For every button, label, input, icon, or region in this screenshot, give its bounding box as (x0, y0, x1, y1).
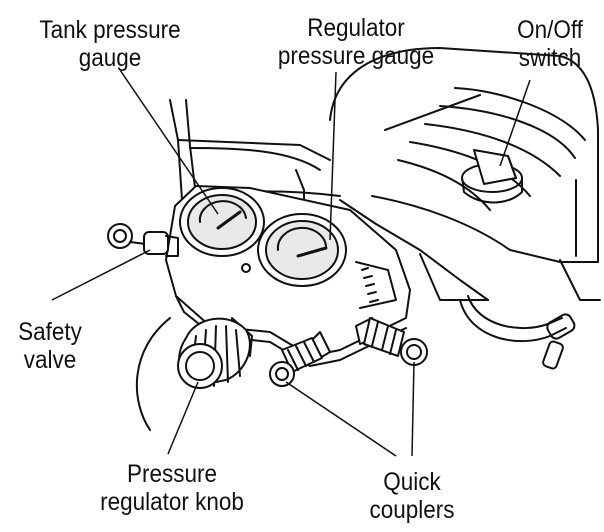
leader-coupler-right (411, 361, 415, 457)
label-safety-valve-line1: Safety (18, 318, 82, 346)
on-off-switch (461, 149, 523, 204)
label-tank-pressure-gauge: Tank pressure gauge (20, 16, 200, 72)
label-on-off-switch-line2: switch (518, 44, 582, 72)
safety-valve (107, 223, 179, 257)
air-hose (459, 295, 576, 370)
leader-switch (499, 79, 531, 167)
leader-lines (51, 69, 531, 457)
compressor-housing (169, 47, 601, 301)
label-on-off-switch: On/Off switch (505, 16, 595, 72)
label-quick-couplers-line2: couplers (369, 496, 455, 524)
leader-coupler-left (285, 381, 397, 457)
quick-coupler-right (355, 317, 428, 366)
label-tank-pressure-gauge-line1: Tank pressure (39, 16, 181, 44)
label-quick-couplers: Quick couplers (358, 468, 466, 524)
label-pressure-regulator-knob-line1: Pressure (126, 460, 218, 488)
leader-regulator-gauge (329, 71, 337, 241)
quick-coupler-left (269, 331, 331, 387)
label-pressure-regulator-knob: Pressure regulator knob (82, 460, 262, 516)
label-safety-valve-line2: valve (23, 346, 77, 374)
leader-tank-gauge (119, 69, 219, 215)
label-pressure-regulator-knob-line2: regulator knob (100, 488, 244, 516)
label-regulator-pressure-gauge: Regulator pressure gauge (266, 14, 446, 70)
label-on-off-switch-line1: On/Off (517, 16, 583, 44)
label-safety-valve: Safety valve (7, 318, 93, 374)
base-curve (135, 317, 171, 431)
tank-pressure-gauge (179, 187, 265, 257)
regulator-pressure-gauge (257, 213, 347, 287)
label-regulator-pressure-gauge-line2: pressure gauge (277, 42, 435, 70)
leader-regulator-knob (167, 381, 199, 455)
label-regulator-pressure-gauge-line1: Regulator (307, 14, 405, 42)
label-tank-pressure-gauge-line2: gauge (78, 44, 142, 72)
pressure-regulator-knob (177, 317, 253, 389)
leader-safety-valve (51, 249, 151, 301)
label-quick-couplers-line1: Quick (383, 468, 441, 496)
